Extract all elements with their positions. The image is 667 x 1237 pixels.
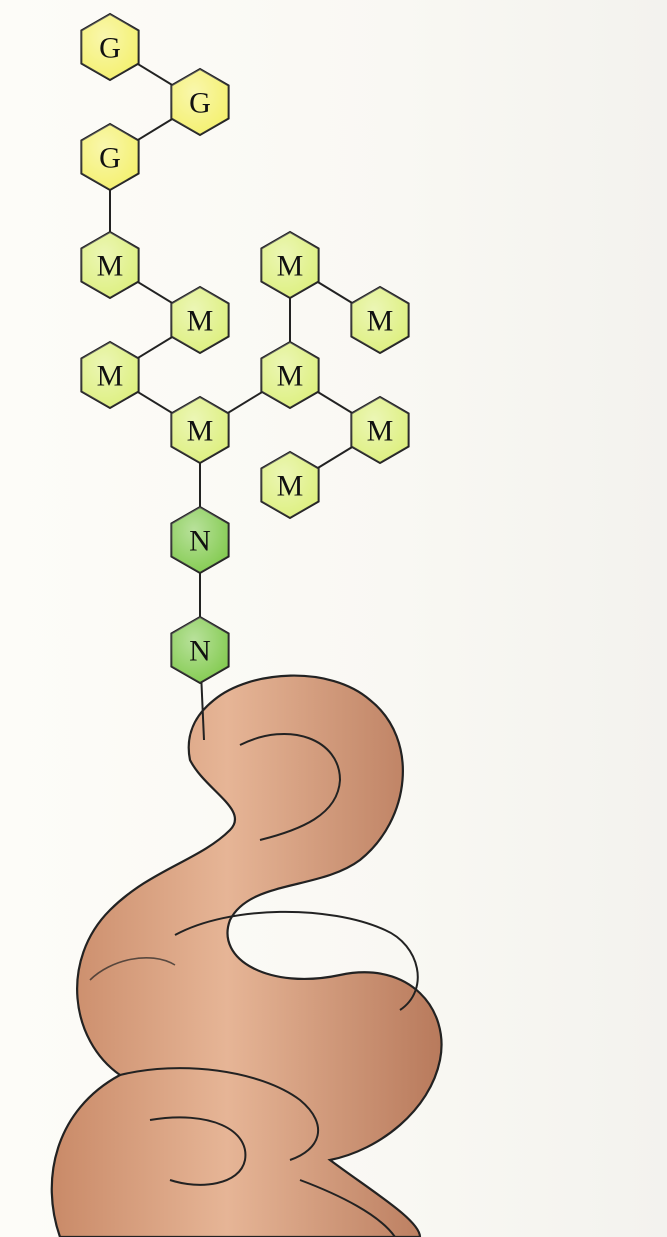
residue-label: M	[97, 250, 124, 283]
residue-label: G	[189, 87, 211, 120]
residue-label: M	[277, 250, 304, 283]
residue-label: M	[277, 360, 304, 393]
residue-g3: G	[81, 124, 138, 190]
residue-n1: N	[171, 507, 228, 573]
residue-m3: M	[81, 342, 138, 408]
residue-label: N	[189, 635, 211, 668]
residue-m9: M	[261, 452, 318, 518]
residue-m5: M	[171, 397, 228, 463]
residue-g2: G	[171, 69, 228, 135]
residue-label: M	[187, 415, 214, 448]
residue-label: N	[189, 525, 211, 558]
residue-label: G	[99, 142, 121, 175]
residue-n2: N	[171, 617, 228, 683]
residue-label: M	[367, 415, 394, 448]
residue-label: M	[97, 360, 124, 393]
residue-m2: M	[171, 287, 228, 353]
folded-protein	[52, 676, 442, 1237]
residue-label: G	[99, 32, 121, 65]
residue-label: M	[367, 305, 394, 338]
sugar-residues: G G G M M M M M M M M M N N	[81, 14, 408, 683]
residue-m7: M	[351, 287, 408, 353]
residue-label: M	[277, 470, 304, 503]
residue-m4: M	[261, 232, 318, 298]
residue-label: M	[187, 305, 214, 338]
glycosidic-bonds	[110, 47, 380, 740]
residue-m8: M	[351, 397, 408, 463]
residue-m1: M	[81, 232, 138, 298]
residue-m6: M	[261, 342, 318, 408]
residue-g1: G	[81, 14, 138, 80]
